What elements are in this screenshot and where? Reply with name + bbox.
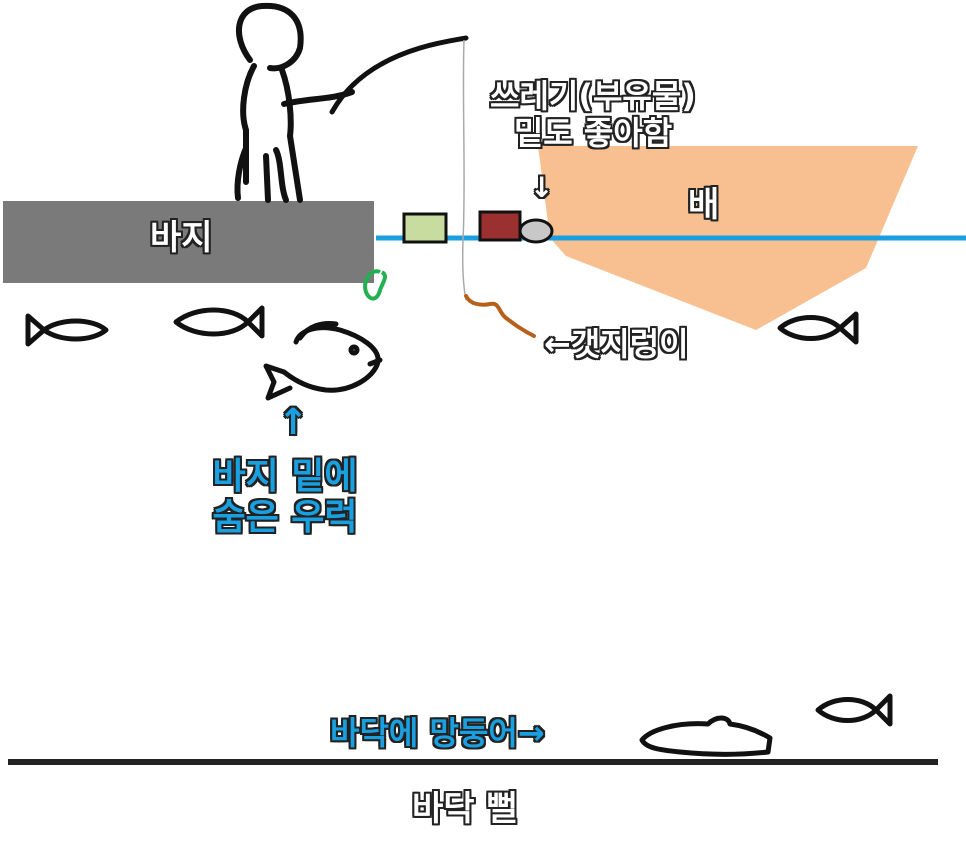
worm-bait xyxy=(464,294,536,338)
trash-label-line2: 밑도 좋아함 xyxy=(513,113,673,152)
rockfish-label-line2: 숨은 우럭 xyxy=(212,497,358,539)
rockfish-icon xyxy=(263,321,383,401)
goby-icon xyxy=(639,715,773,757)
trash-arrow: ↓ xyxy=(530,171,554,204)
fish-icon xyxy=(25,313,109,347)
fishing-line xyxy=(462,39,467,301)
fishing-rod xyxy=(329,35,469,115)
pier-label: 바지 xyxy=(150,218,213,258)
rockfish-label-line1: 바지 밑에 xyxy=(212,456,358,497)
grey-float xyxy=(518,218,554,244)
goby-label: 바닥에 망둥어→ xyxy=(330,714,545,752)
fish-icon xyxy=(777,311,859,345)
rockfish-arrow: ↑ xyxy=(278,402,309,443)
red-float xyxy=(478,210,522,242)
green-rope xyxy=(363,269,388,301)
worm-label: ←갯지렁이 xyxy=(544,325,689,363)
seabed-label: 바닥 뻘 xyxy=(412,789,518,829)
fish-icon xyxy=(815,693,893,727)
boat-label: 배 xyxy=(688,185,720,225)
pier-block xyxy=(3,201,374,283)
fish-icon xyxy=(173,305,265,339)
green-float xyxy=(402,212,448,244)
trash-label-line1: 쓰레기(부유물) xyxy=(490,77,696,115)
trash-annotation: 쓰레기(부유물) 밑도 좋아함 xyxy=(458,78,728,152)
rockfish-annotation: 바지 밑에 숨은 우럭 xyxy=(180,456,390,539)
